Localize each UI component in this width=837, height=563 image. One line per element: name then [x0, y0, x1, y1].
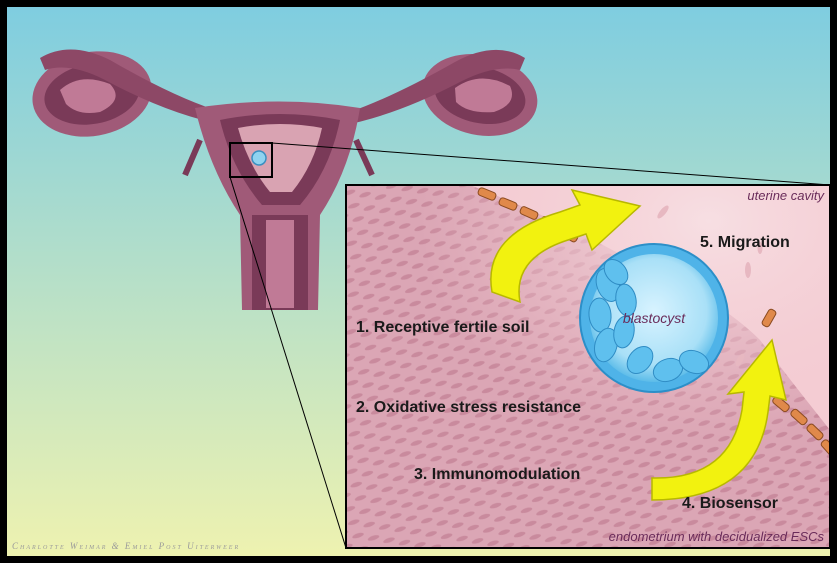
credit-text: Charlotte Weimar & Emiel Post Uiterweer — [12, 541, 240, 551]
magnified-panel: blastocyst uterine cavity endometrium wi… — [346, 185, 837, 548]
blastocyst: blastocyst — [580, 244, 728, 392]
uterine-cavity-label: uterine cavity — [747, 188, 825, 203]
step-1-label: 1. Receptive fertile soil — [356, 319, 529, 336]
step-2-label: 2. Oxidative stress resistance — [356, 399, 581, 416]
step-3-label: 3. Immunomodulation — [414, 466, 580, 483]
endometrium-label: endometrium with decidualized ESCs — [609, 529, 825, 544]
step-5-label: 5. Migration — [700, 234, 790, 251]
blastocyst-label: blastocyst — [623, 310, 686, 326]
small-blastocyst — [252, 151, 266, 165]
step-4-label: 4. Biosensor — [682, 495, 778, 512]
